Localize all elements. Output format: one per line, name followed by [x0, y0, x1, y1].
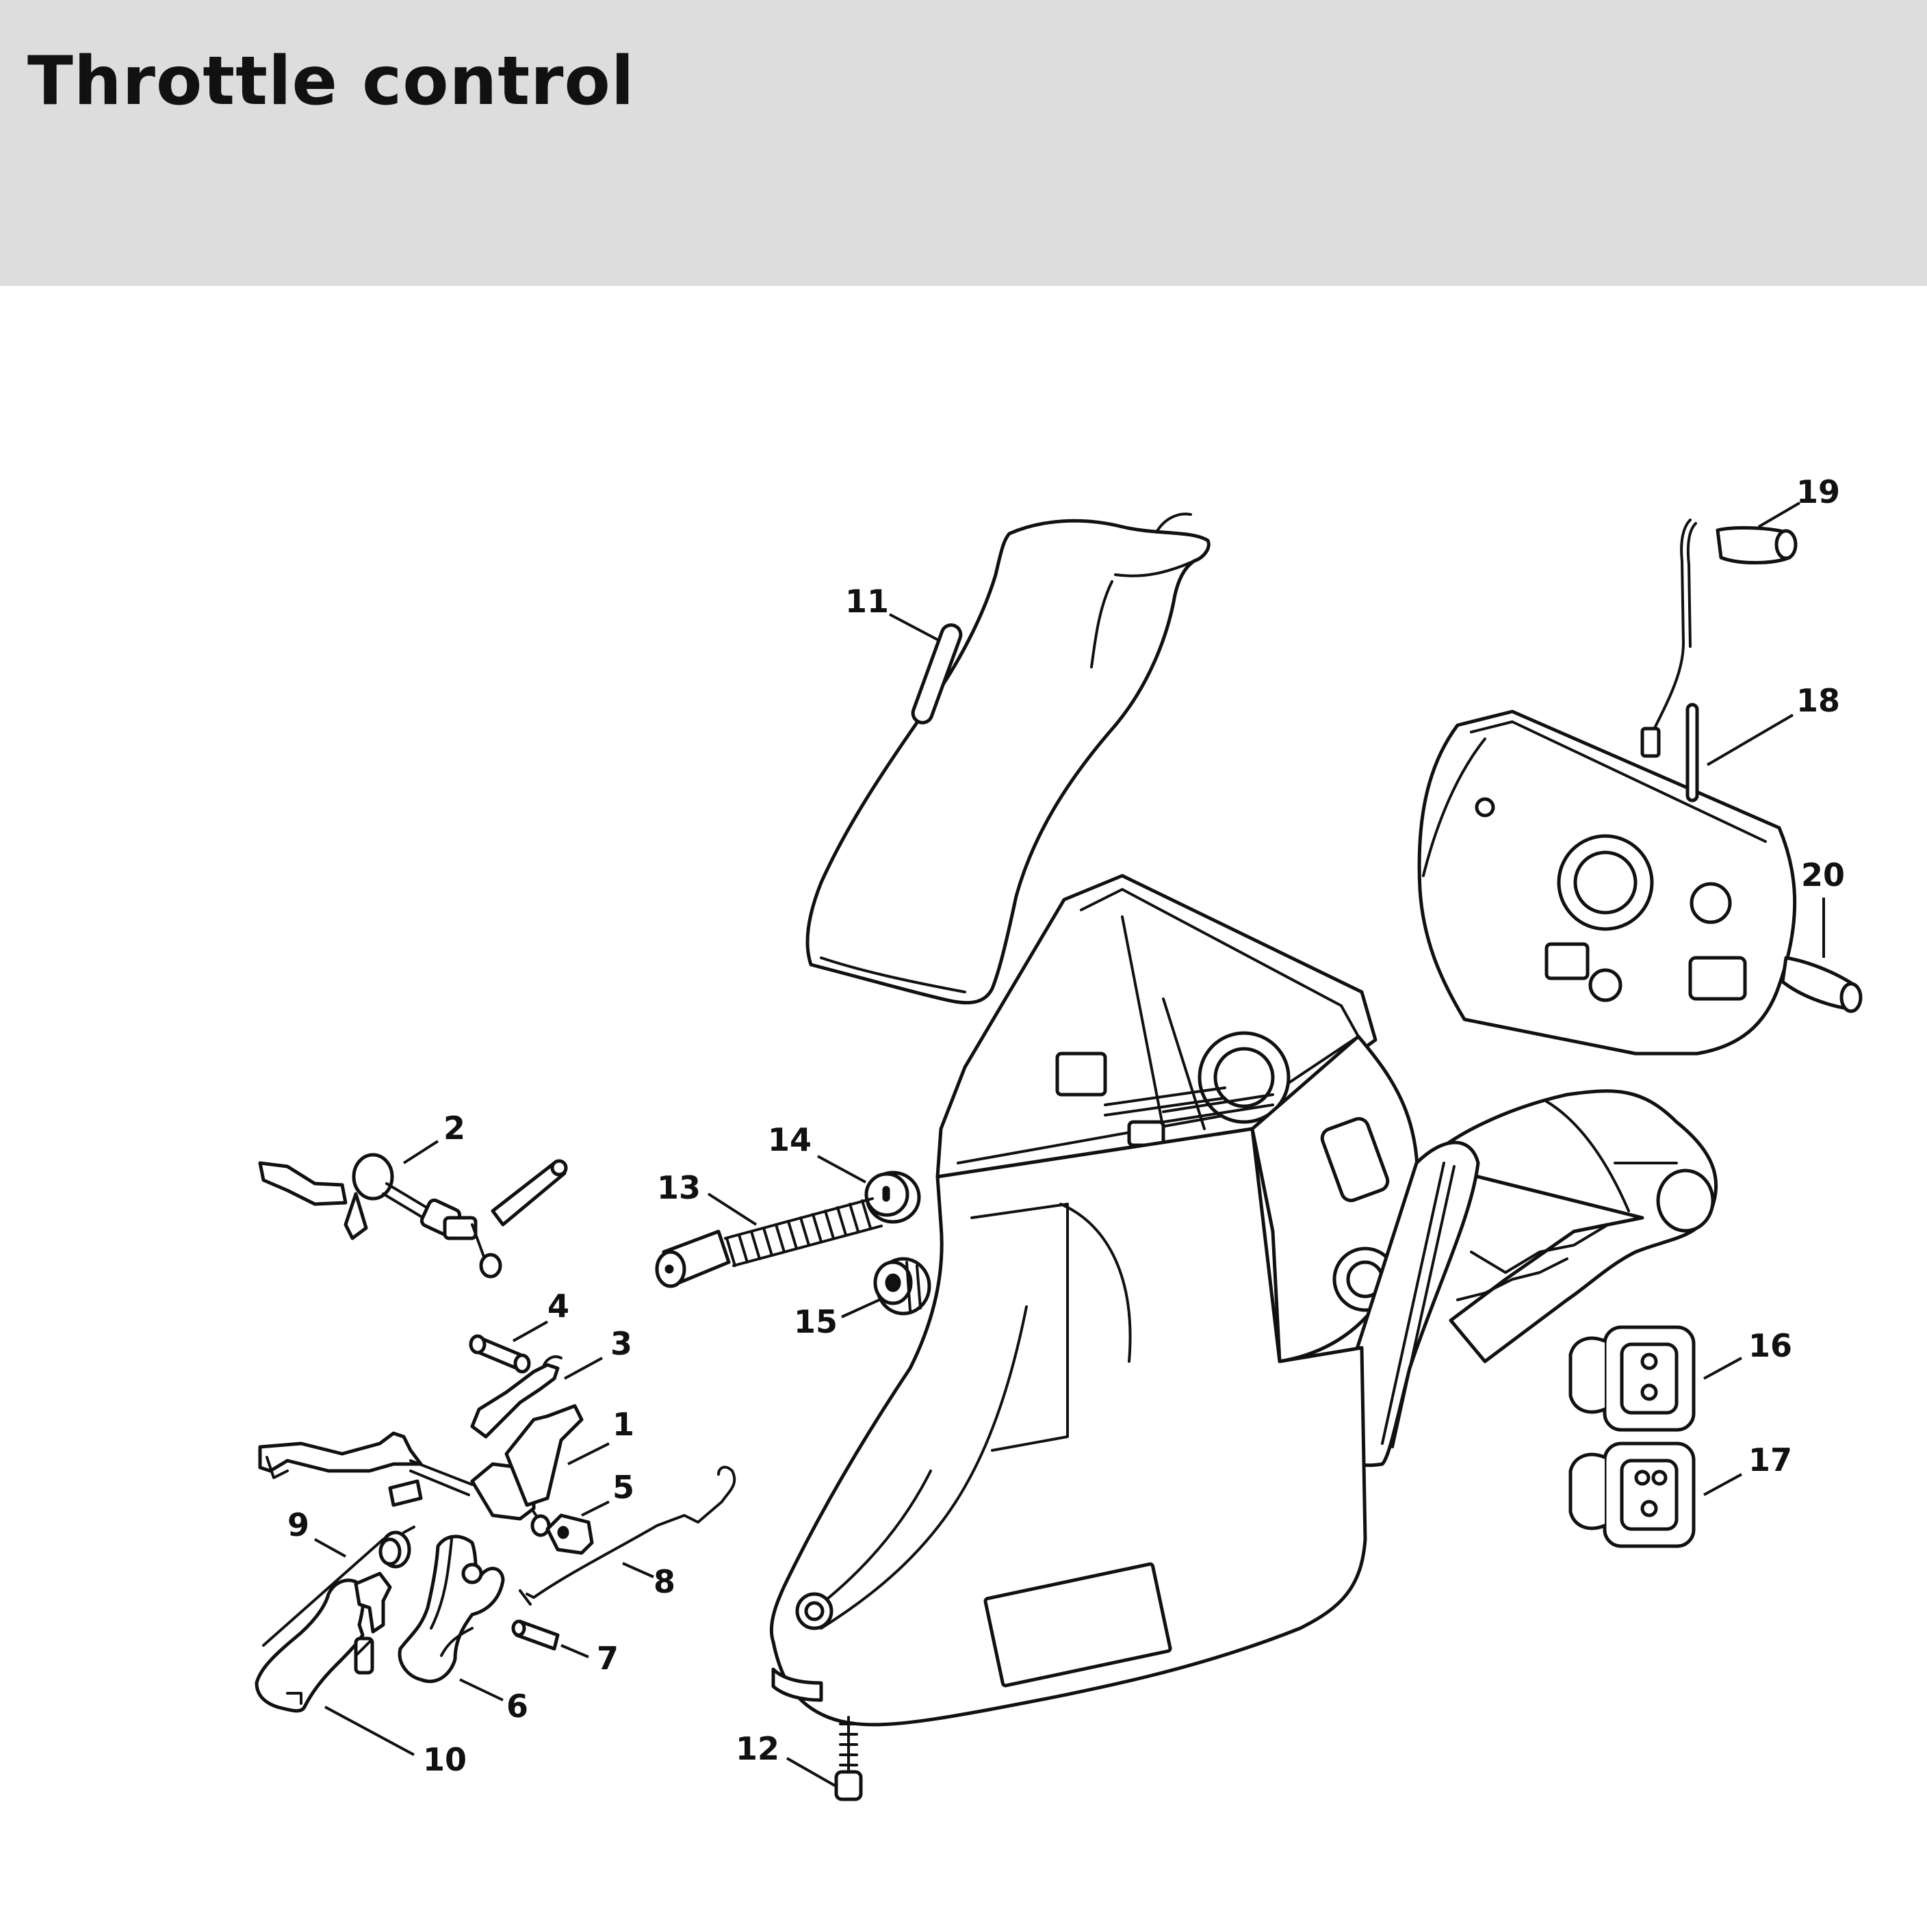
callout-4: 4	[513, 1288, 569, 1342]
callout-label-14: 14	[768, 1121, 812, 1158]
callout-14: 14	[768, 1121, 866, 1184]
part-6-trigger	[398, 1535, 505, 1684]
part-9-spring	[262, 1526, 415, 1647]
callout-label-1: 1	[612, 1406, 634, 1443]
callout-18: 18	[1706, 682, 1840, 766]
callout-label-16: 16	[1748, 1327, 1792, 1364]
part-15-buffer	[873, 1257, 931, 1316]
callout-20: 20	[1801, 857, 1845, 958]
callout-label-5: 5	[612, 1469, 634, 1506]
callout-9: 9	[287, 1506, 346, 1558]
callout-label-20: 20	[1801, 857, 1845, 893]
part-20-sleeve	[1781, 956, 1863, 1013]
callout-label-9: 9	[287, 1506, 309, 1543]
callout-label-7: 7	[597, 1640, 619, 1677]
part-16-grommet	[1568, 1325, 1696, 1432]
page-title: Throttle control	[27, 42, 635, 120]
part-1-throttle-shaft	[258, 1404, 584, 1537]
callout-label-2: 2	[443, 1110, 465, 1147]
part-2-shaft	[258, 1153, 568, 1279]
part-11-handle	[805, 512, 1211, 1005]
header-bar: Throttle control	[0, 0, 1927, 286]
callout-15: 15	[794, 1298, 880, 1340]
callout-2: 2	[402, 1110, 465, 1164]
callout-8: 8	[622, 1562, 675, 1600]
callout-label-8: 8	[654, 1563, 675, 1600]
part-8-throttle-rod	[519, 1465, 736, 1606]
callout-label-4: 4	[547, 1288, 569, 1324]
callout-5: 5	[581, 1469, 634, 1517]
callout-label-11: 11	[845, 583, 889, 620]
callout-6: 6	[459, 1678, 528, 1725]
callout-label-19: 19	[1796, 473, 1840, 510]
part-10-interlock-lever	[255, 1571, 392, 1713]
callout-19: 19	[1757, 473, 1840, 528]
callout-label-6: 6	[506, 1688, 528, 1725]
callout-1: 1	[567, 1406, 634, 1465]
main-housing	[769, 874, 1718, 1727]
part-17-grommet	[1568, 1441, 1696, 1548]
callout-10: 10	[324, 1706, 467, 1778]
part-19-ignition-lead	[1640, 519, 1798, 758]
part-13-spring	[655, 1197, 883, 1288]
callout-label-12: 12	[736, 1730, 779, 1767]
side-cover	[1417, 709, 1797, 1056]
callout-3: 3	[564, 1325, 632, 1380]
callout-label-17: 17	[1748, 1441, 1792, 1478]
callout-12: 12	[736, 1730, 836, 1787]
callout-13: 13	[657, 1169, 758, 1226]
callout-label-10: 10	[423, 1741, 467, 1778]
part-4-pin	[469, 1334, 531, 1374]
part-3-clip	[470, 1355, 562, 1439]
callout-label-3: 3	[610, 1325, 632, 1362]
callout-16: 16	[1703, 1327, 1792, 1380]
part-18-hose	[1685, 703, 1699, 802]
callout-11: 11	[845, 583, 938, 641]
callout-label-15: 15	[794, 1303, 838, 1340]
callout-label-18: 18	[1796, 682, 1840, 719]
callout-17: 17	[1703, 1441, 1792, 1496]
callout-7: 7	[560, 1640, 619, 1677]
part-7-pin	[511, 1619, 560, 1651]
part-12-screw	[834, 1716, 863, 1801]
part-14-plug	[864, 1171, 921, 1224]
part-5-sleeve	[545, 1513, 594, 1555]
callout-label-13: 13	[657, 1169, 701, 1206]
